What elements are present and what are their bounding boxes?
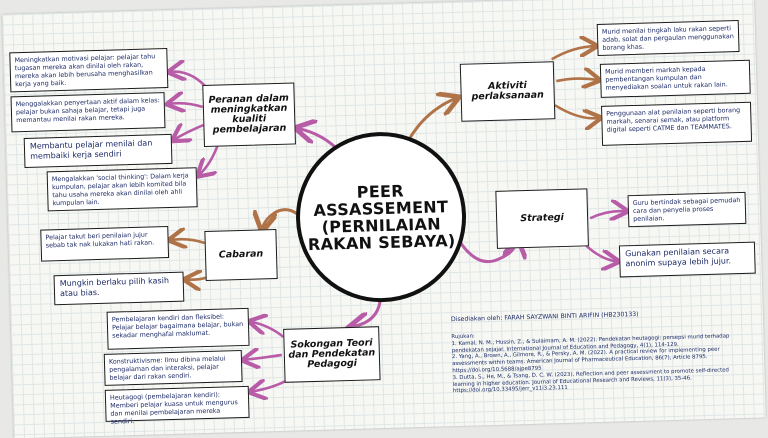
node-aktiviti-label: Aktiviti perlaksanaan: [471, 79, 544, 103]
node-cabaran: Cabaran: [204, 229, 278, 282]
leaf-sokongan-3: Heutagogi (pembelajaran kendiri): Member…: [104, 385, 250, 426]
leaf-cabaran-1: Pelajar takut beri penilaian jujur sebab…: [40, 226, 170, 262]
leaf-text: Penggunaan alat penilaian seperti borang…: [606, 106, 741, 134]
leaf-text: Pelajar takut beri penilaian jujur sebab…: [45, 230, 155, 250]
leaf-aktiviti-3: Penggunaan alat penilaian seperti borang…: [601, 101, 753, 146]
leaf-aktiviti-2: Murid memberi markah kepada pembentangan…: [599, 59, 751, 98]
leaf-aktiviti-1: Murid menilai tingkah laku rakan seperti…: [596, 20, 740, 56]
leaf-sokongan-2: Konstruktivisme: Ilmu dibina melalui pen…: [103, 350, 243, 386]
leaf-text: Murid menilai tingkah laku rakan seperti…: [601, 24, 734, 52]
leaf-text: Meningkatkan motivasi pelajar: pelajar t…: [14, 52, 156, 89]
leaf-text: Mungkin berlaku pilih kasih atau bias.: [59, 276, 170, 299]
node-cabaran-label: Cabaran: [218, 248, 264, 261]
node-peranan: Peranan dalam meningkatkan kualiti pembe…: [202, 82, 296, 147]
leaf-strategi-1: Guru bertindak sebagai pemudah cara dan …: [627, 191, 747, 228]
leaf-text: Mengalakkan 'social thinking': Dalam ker…: [51, 171, 189, 208]
references: Rujukan: 1. Kamal, N. M., Hussin, Z., & …: [451, 326, 753, 396]
node-sokongan-label: Sokongan Teori dan Pendekatan Pedagogi: [288, 337, 376, 371]
node-strategi-label: Strategi: [520, 211, 565, 225]
leaf-text: Menggalakkan penyertaan aktif dalam kela…: [15, 96, 160, 125]
leaf-peranan-3: Membantu pelajar menilai dan membaiki ke…: [23, 133, 173, 169]
leaf-peranan-2: Menggalakkan penyertaan aktif dalam kela…: [10, 92, 166, 133]
leaf-text: Pembelajaran kendiri dan fleksibel: Pela…: [111, 312, 244, 340]
leaf-strategi-2: Gunakan penilaian secara anonim supaya l…: [618, 241, 756, 278]
arrow-center-to-aktiviti: [406, 98, 458, 143]
leaf-cabaran-2: Mungkin berlaku pilih kasih atau bias.: [53, 271, 185, 306]
node-aktiviti: Aktiviti perlaksanaan: [459, 61, 556, 122]
node-strategi: Strategi: [495, 188, 589, 249]
leaf-peranan-1: Meningkatkan motivasi pelajar: pelajar t…: [9, 47, 169, 93]
leaf-text: Murid memberi markah kepada pembentangan…: [604, 64, 728, 92]
node-peranan-label: Peranan dalam meningkatkan kualiti pembe…: [208, 92, 289, 136]
arrow-center-to-sokongan: [350, 297, 382, 327]
node-sokongan: Sokongan Teori dan Pendekatan Pedagogi: [283, 326, 381, 383]
leaf-text: Gunakan penilaian secara anonim supaya l…: [625, 246, 732, 269]
leaf-text: Guru bertindak sebagai pemudah cara dan …: [632, 196, 741, 224]
leaf-peranan-4: Mengalakkan 'social thinking': Dalam ker…: [46, 167, 198, 212]
leaf-text: Konstruktivisme: Ilmu dibina melalui pen…: [108, 354, 226, 382]
central-topic-text: PEER ASSASSEMENT (PERNILAIAN RAKAN SEBAY…: [307, 181, 456, 255]
leaf-text: Membantu pelajar menilai dan membaiki ke…: [29, 138, 153, 161]
leaf-sokongan-1: Pembelajaran kendiri dan fleksibel: Pela…: [106, 307, 250, 350]
